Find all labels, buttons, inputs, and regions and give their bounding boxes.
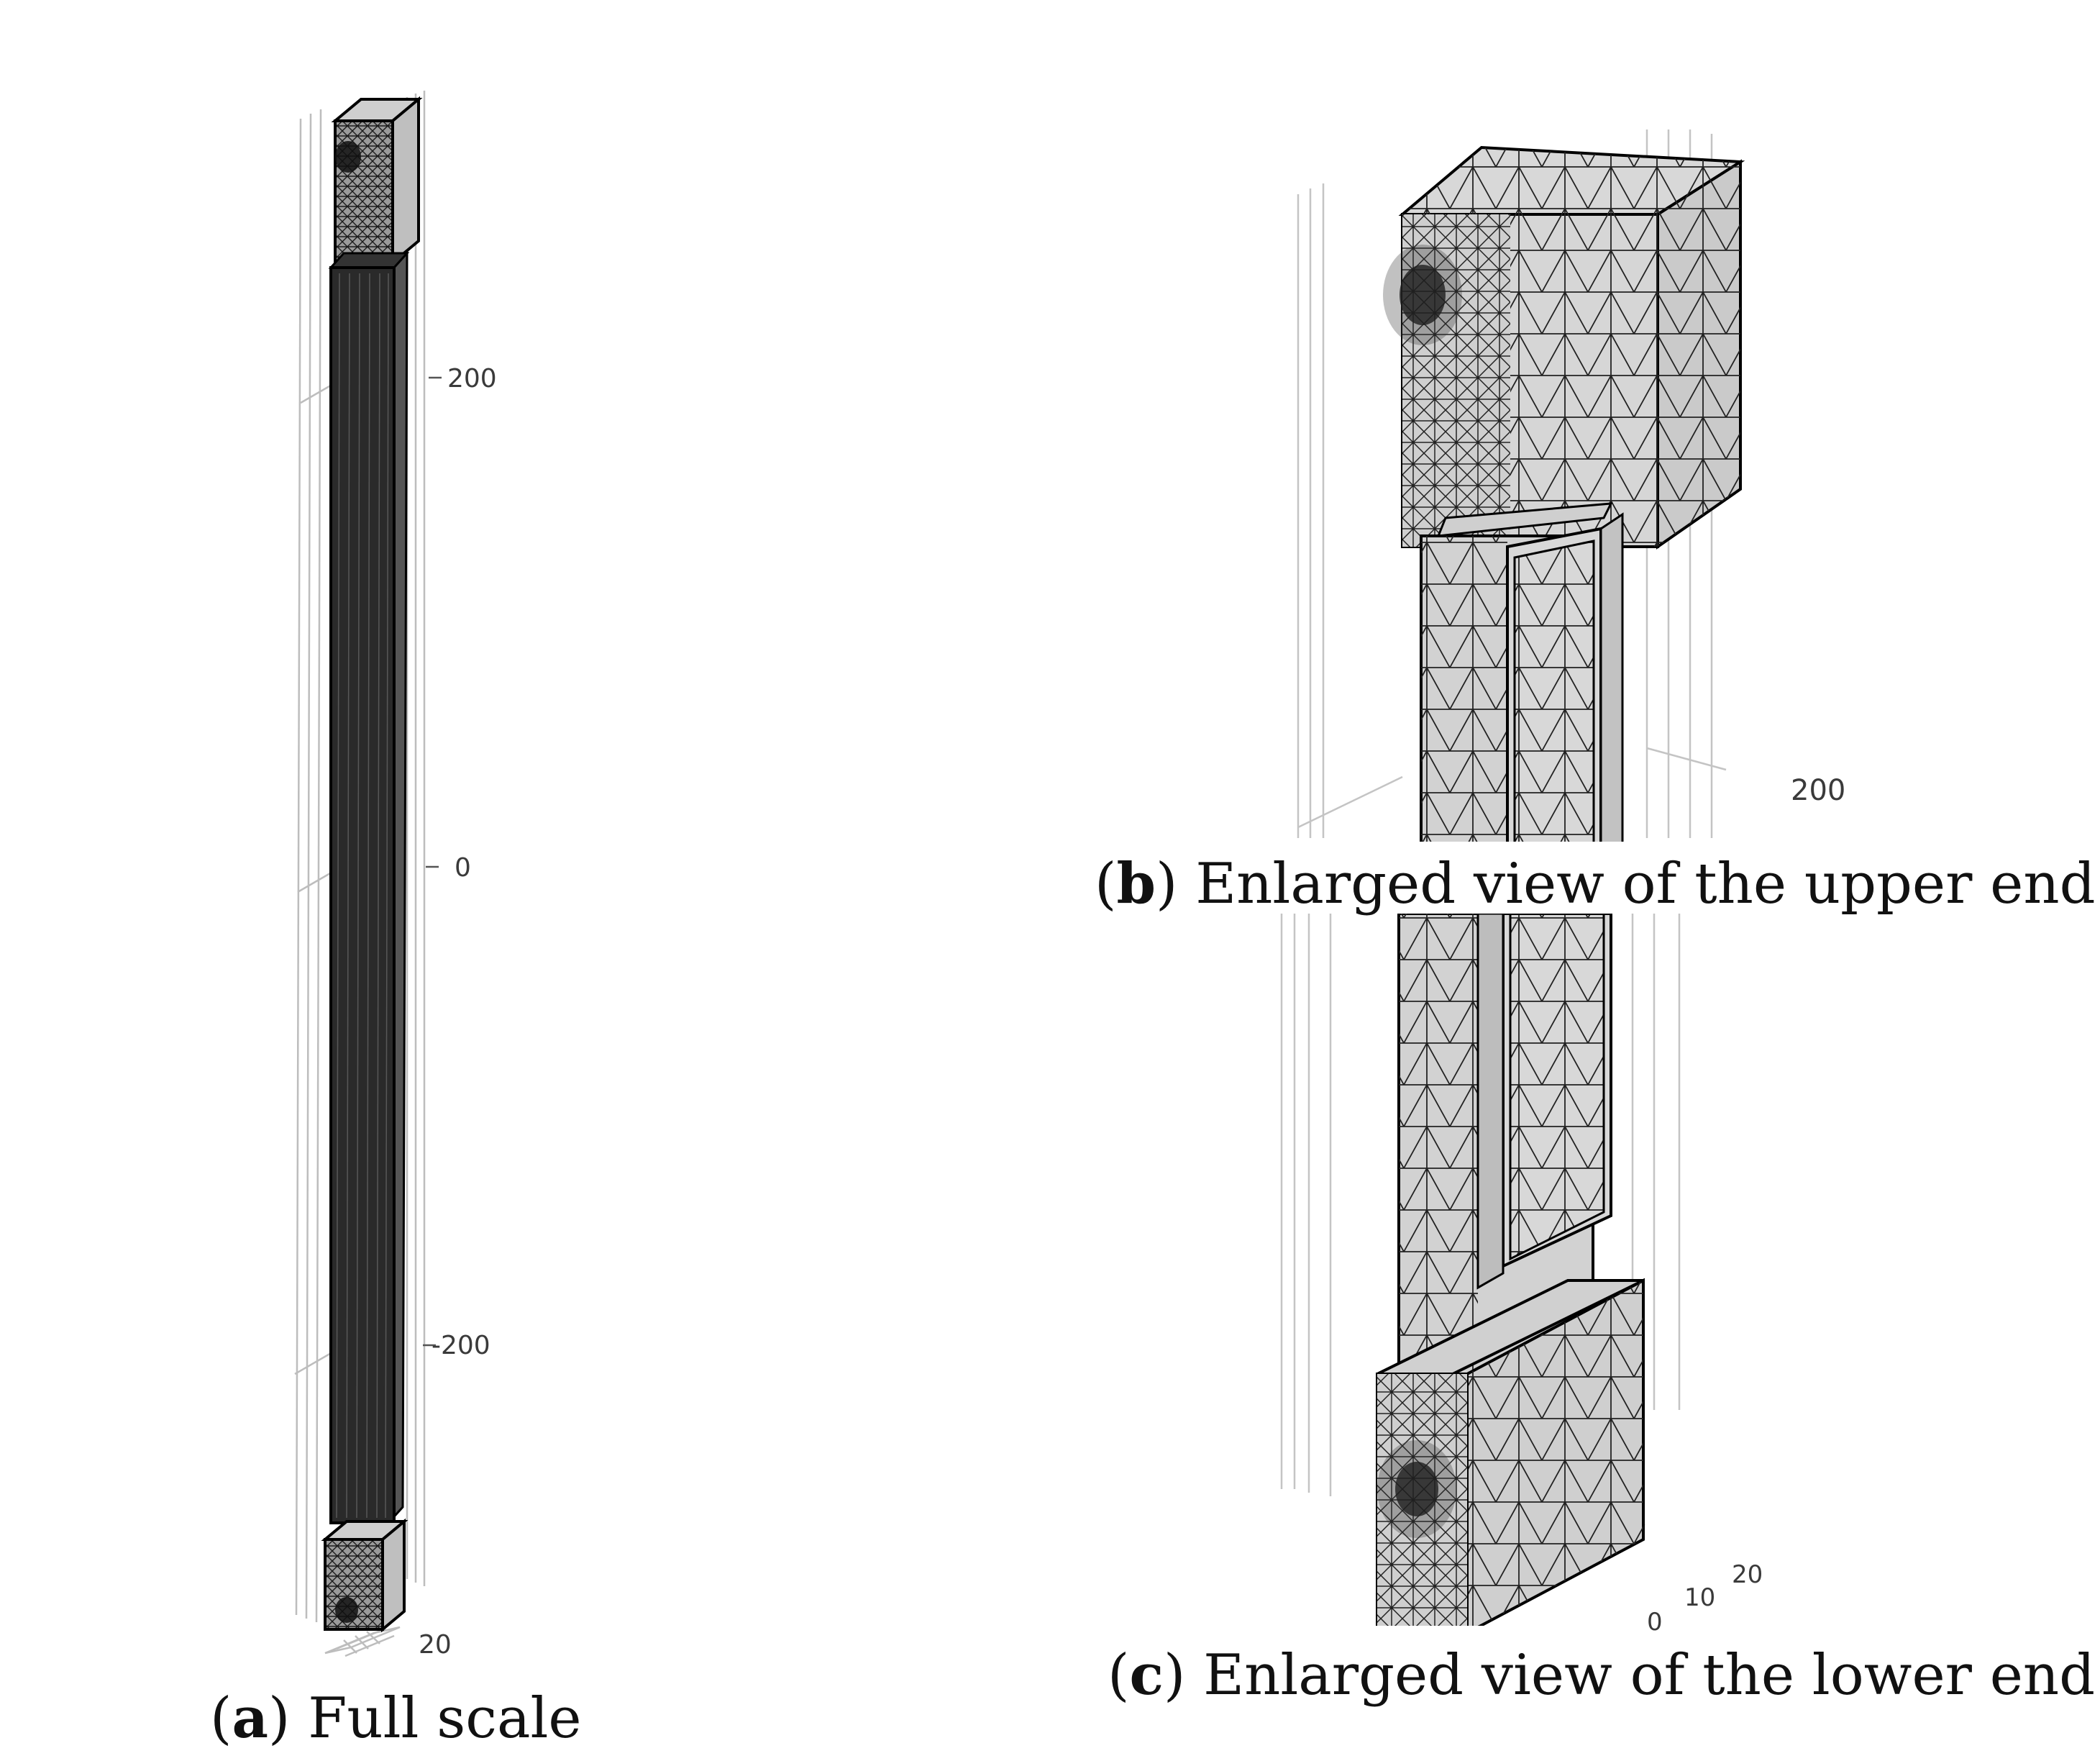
panel-a-upper-block <box>331 96 423 266</box>
caption-panel-c: (c) Enlarged view of the lower end <box>1108 1642 2096 1708</box>
panel-a-lower-block <box>321 1518 408 1633</box>
panel-a-axis-ticks <box>423 376 442 1347</box>
panel-c-tick-20: 20 <box>1732 1560 1763 1589</box>
panel-b-tick-200: 200 <box>1791 774 1845 807</box>
caption-panel-b: (b) Enlarged view of the upper end <box>1095 851 2096 916</box>
panel-b-beam <box>1420 502 1624 842</box>
panel-c-lower-end <box>1280 914 1681 1626</box>
panel-a-tick-0: 0 <box>455 853 471 883</box>
panel-c-beam <box>1397 914 1612 1390</box>
caption-panel-b-letter: b <box>1116 851 1156 916</box>
caption-panel-a-text: Full scale <box>308 1686 582 1751</box>
caption-panel-c-letter: c <box>1129 1642 1164 1708</box>
panel-a-tick-200: 200 <box>447 364 497 393</box>
caption-panel-c-text: Enlarged view of the lower end <box>1203 1643 2096 1708</box>
panel-a-beam <box>328 250 410 1524</box>
panel-c-lower-block <box>1376 1278 1645 1626</box>
caption-panel-a-letter: a <box>232 1685 268 1751</box>
caption-panel-a: (a) Full scale <box>210 1685 582 1751</box>
panel-b-upper-block <box>1383 145 1745 550</box>
caption-panel-b-text: Enlarged view of the upper end <box>1195 852 2096 916</box>
panel-c-tick-10: 10 <box>1684 1583 1715 1612</box>
panel-a-tick-minus-200: -200 <box>432 1331 490 1360</box>
panel-c-tick-0: 0 <box>1647 1608 1663 1637</box>
panel-a-full-scale <box>294 91 442 1657</box>
panel-a-tick-20: 20 <box>419 1630 452 1660</box>
panel-b-upper-end <box>1297 129 1745 842</box>
